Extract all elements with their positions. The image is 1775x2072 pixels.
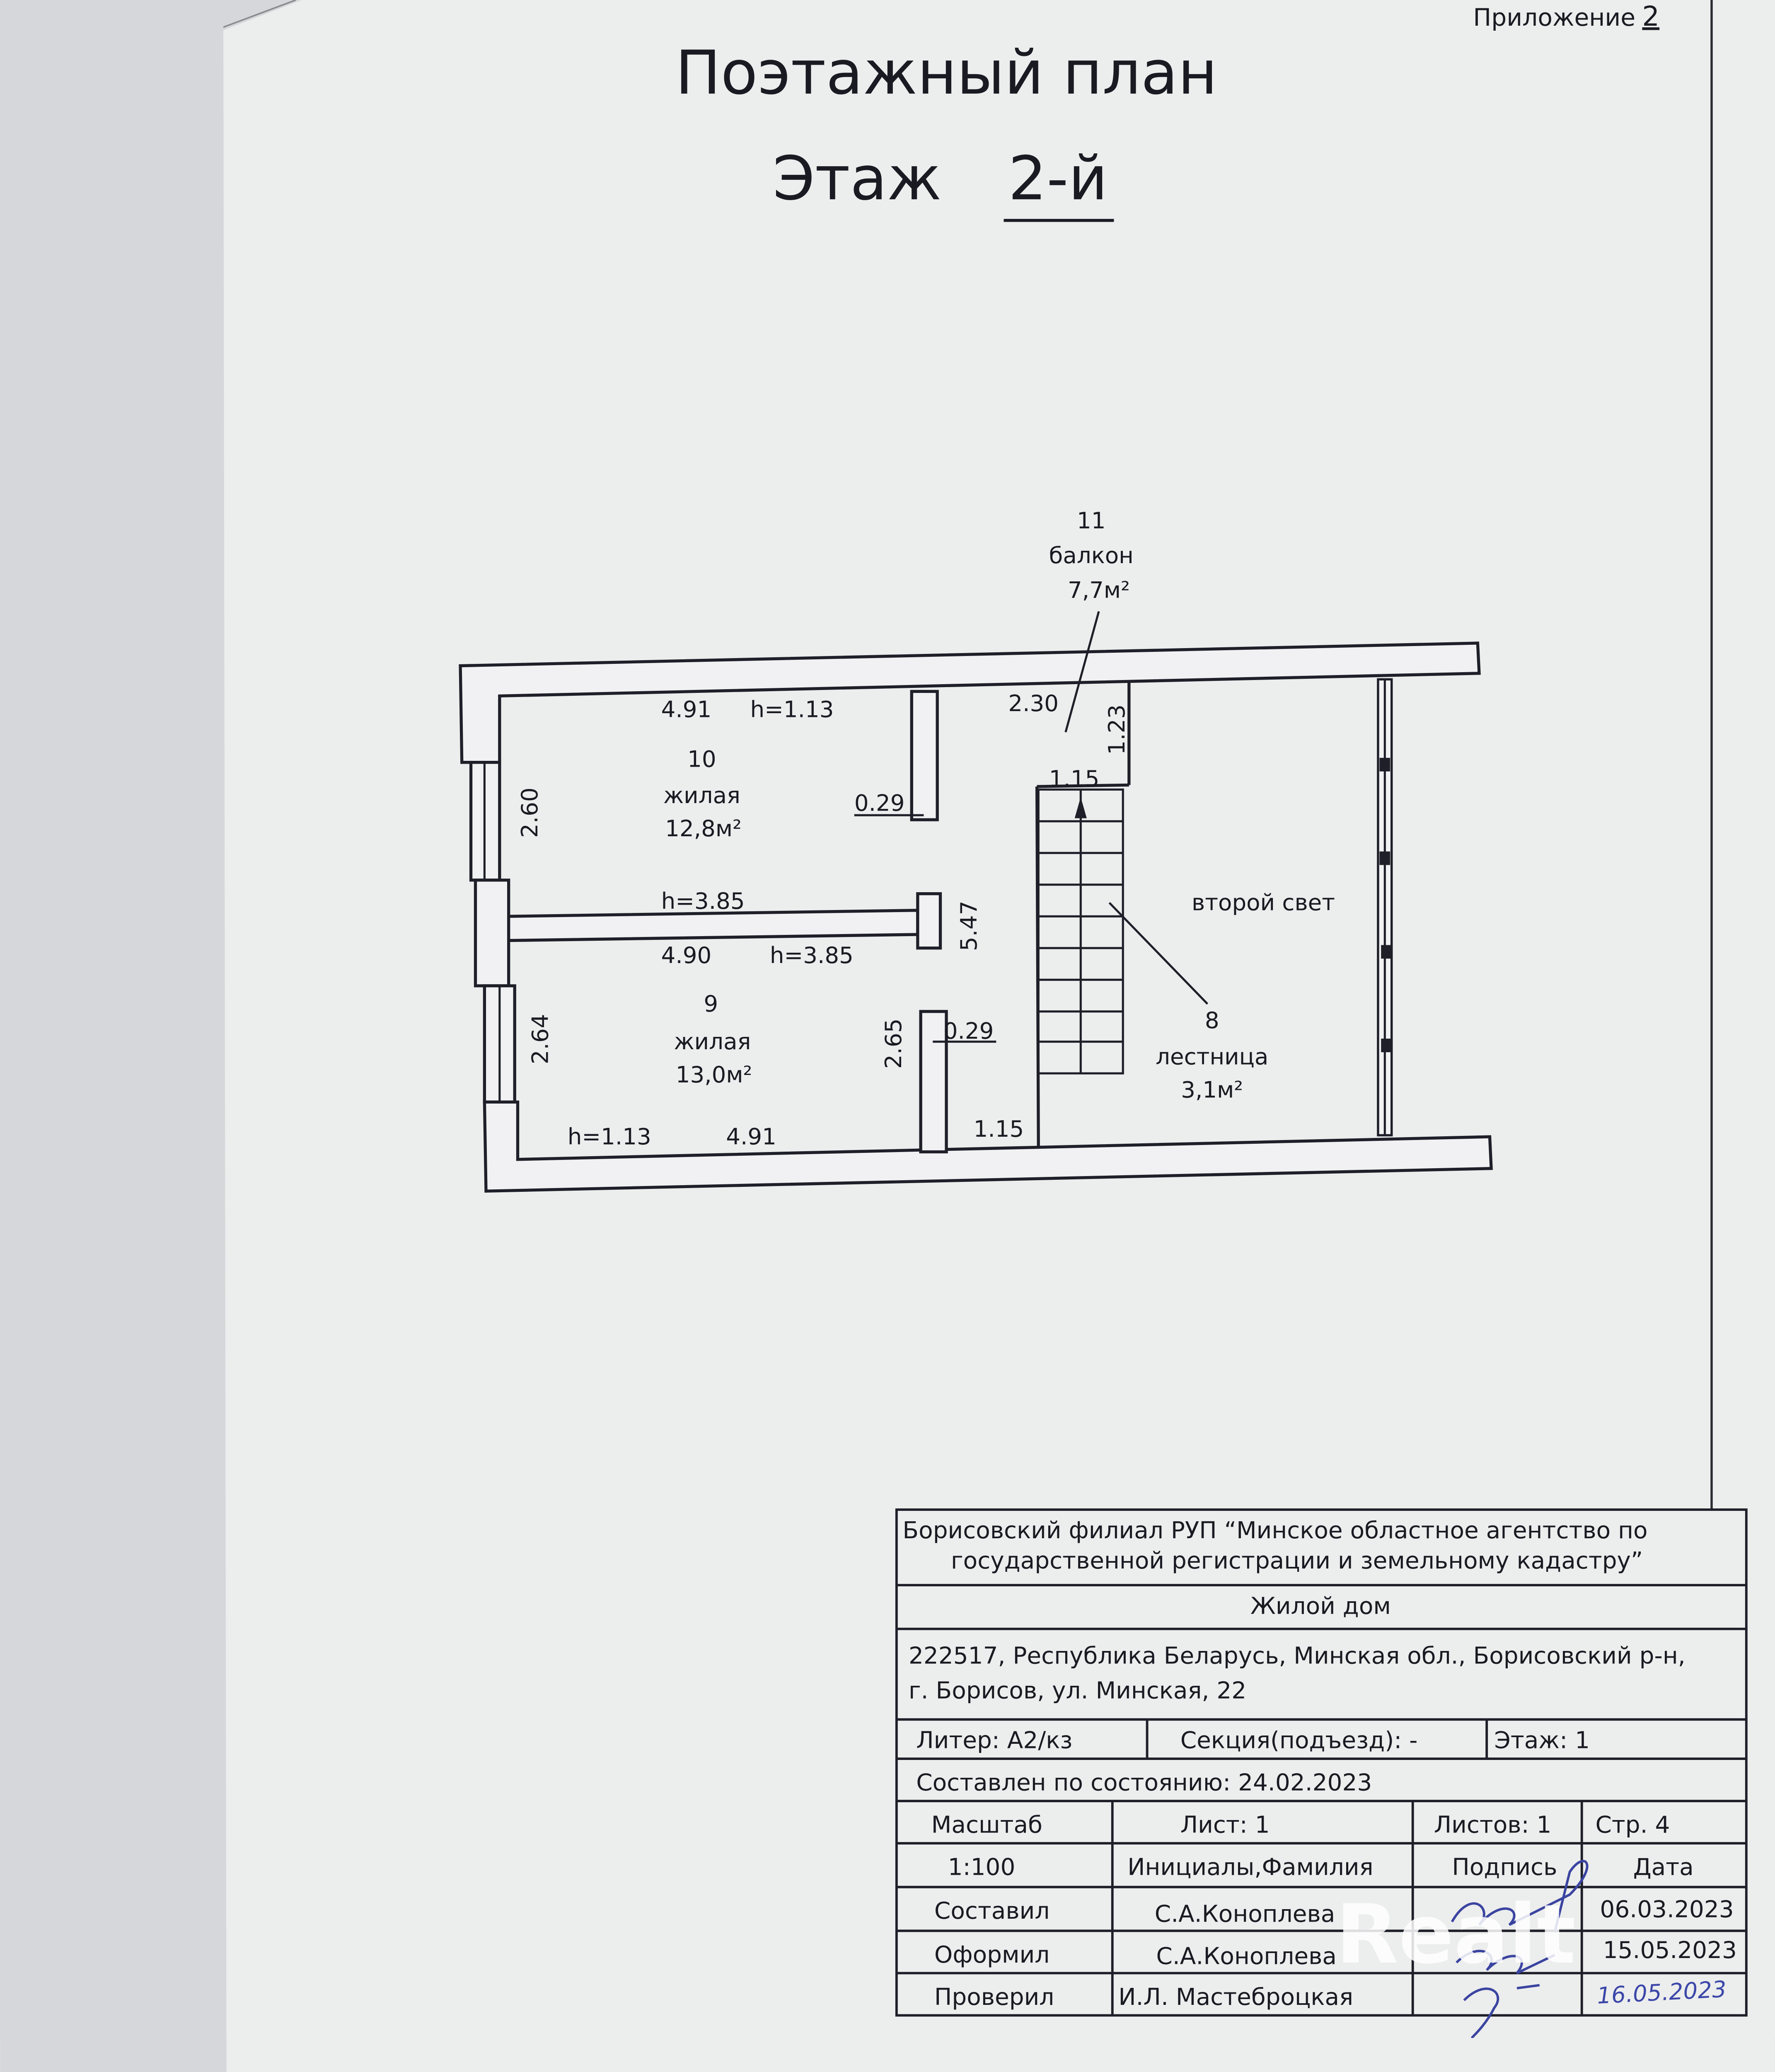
- room-8-area: 3,1м²: [1181, 1076, 1243, 1103]
- glass-wall: [1377, 678, 1393, 1137]
- room-9-area: 13,0м²: [676, 1061, 752, 1088]
- row-date: 06.03.2023: [1600, 1896, 1734, 1923]
- stair-leader: [1108, 902, 1209, 1005]
- floor-label: Этаж: [773, 144, 941, 214]
- liter: Литер: А2/кз: [916, 1727, 1072, 1754]
- dim-r9-stub-len: 2.65: [880, 1019, 907, 1069]
- dim-balcony-width: 2.30: [1008, 690, 1059, 716]
- room-11-number: 11: [1077, 507, 1106, 534]
- room-10-area: 12,8м²: [665, 815, 742, 842]
- org-line-2: государственной регистрации и земельному…: [951, 1547, 1643, 1574]
- dim-r9-stub: 0.29: [943, 1017, 994, 1044]
- dim-total-depth: 5.47: [955, 900, 982, 951]
- staircase: [1037, 788, 1124, 1075]
- dim-r10-width: 4.91: [661, 696, 712, 722]
- object-name: Жилой дом: [1250, 1593, 1391, 1619]
- row-role: Составил: [934, 1898, 1050, 1924]
- row-name: С.А.Коноплева: [1155, 1900, 1335, 1927]
- room-11-area: 7,7м²: [1068, 577, 1130, 603]
- dim-r10-h: h=1.13: [750, 696, 834, 722]
- dim-corridor-bottom: 1.15: [974, 1116, 1024, 1142]
- section: Секция(подъезд): -: [1180, 1727, 1418, 1754]
- col-name-header: Инициалы,Фамилия: [1127, 1854, 1373, 1881]
- dim-r9-h: h=1.13: [568, 1123, 651, 1150]
- room-8-name: лестница: [1156, 1043, 1268, 1070]
- balcony-leader: [1064, 611, 1100, 733]
- row-date: 15.05.2023: [1603, 1937, 1737, 1964]
- sheet-number: Лист: 1: [1180, 1812, 1270, 1839]
- row-role: Проверил: [934, 1984, 1054, 2011]
- void-label: второй свет: [1192, 889, 1335, 916]
- dim-balcony-depth: 1.23: [1103, 704, 1130, 755]
- floor-number: Этаж: 1: [1494, 1727, 1590, 1754]
- stair-direction-arrow-icon: [1074, 797, 1087, 818]
- appendix-number: 2: [1642, 1, 1659, 32]
- room-9-number: 9: [704, 990, 718, 1017]
- title-block-area: Борисовский филиал РУП “Минское областно…: [895, 1508, 1748, 2038]
- dim-r10-stub: 0.29: [854, 789, 905, 816]
- address-line-2: г. Борисов, ул. Минская, 22: [909, 1677, 1246, 1704]
- floor-value: 2-й: [1008, 144, 1108, 214]
- scale-value: 1:100: [948, 1854, 1016, 1881]
- row-name: С.А.Коноплева: [1156, 1943, 1337, 1970]
- room-9-name: жилая: [674, 1028, 751, 1055]
- dim-r10-depth: 2.60: [516, 787, 543, 838]
- scale-label: Масштаб: [931, 1812, 1042, 1839]
- dim-wall-h-top: h=3.85: [661, 888, 745, 914]
- row-role: Оформил: [934, 1941, 1050, 1968]
- dim-wall-h-bottom: h=3.85: [770, 942, 854, 968]
- page-number: Стр. 4: [1596, 1812, 1670, 1839]
- dim-r9-width-top: 4.90: [661, 942, 712, 968]
- org-line-1: Борисовский филиал РУП “Минское областно…: [902, 1517, 1647, 1544]
- room-8-number: 8: [1205, 1007, 1219, 1034]
- plan-walls: [459, 641, 1493, 1193]
- state-date: Составлен по состоянию: 24.02.2023: [916, 1769, 1372, 1796]
- dim-r9-depth: 2.64: [527, 1014, 553, 1065]
- row-name: И.Л. Мастеброцкая: [1118, 1984, 1353, 2011]
- room-10-number: 10: [687, 746, 716, 772]
- col-sign-header: Подпись: [1452, 1854, 1557, 1881]
- dim-r9-width: 4.91: [726, 1123, 776, 1150]
- col-date-header: Дата: [1633, 1854, 1694, 1881]
- page-title: Поэтажный план: [675, 38, 1217, 108]
- title-block: [895, 1508, 1748, 2017]
- page-fold-edge: [223, 0, 296, 28]
- address-line-1: 222517, Республика Беларусь, Минская обл…: [909, 1643, 1686, 1670]
- sheets-count: Листов: 1: [1434, 1812, 1552, 1839]
- dim-stair-width: 1.15: [1049, 765, 1100, 792]
- appendix-label: Приложение: [1473, 3, 1635, 31]
- watermark: Realt: [1336, 1887, 1576, 1982]
- paper-sheet: [223, 0, 1775, 2038]
- room-10-name: жилая: [663, 782, 740, 808]
- signature-scribbles: [1451, 1860, 1589, 2038]
- room-11-name: балкон: [1049, 542, 1134, 569]
